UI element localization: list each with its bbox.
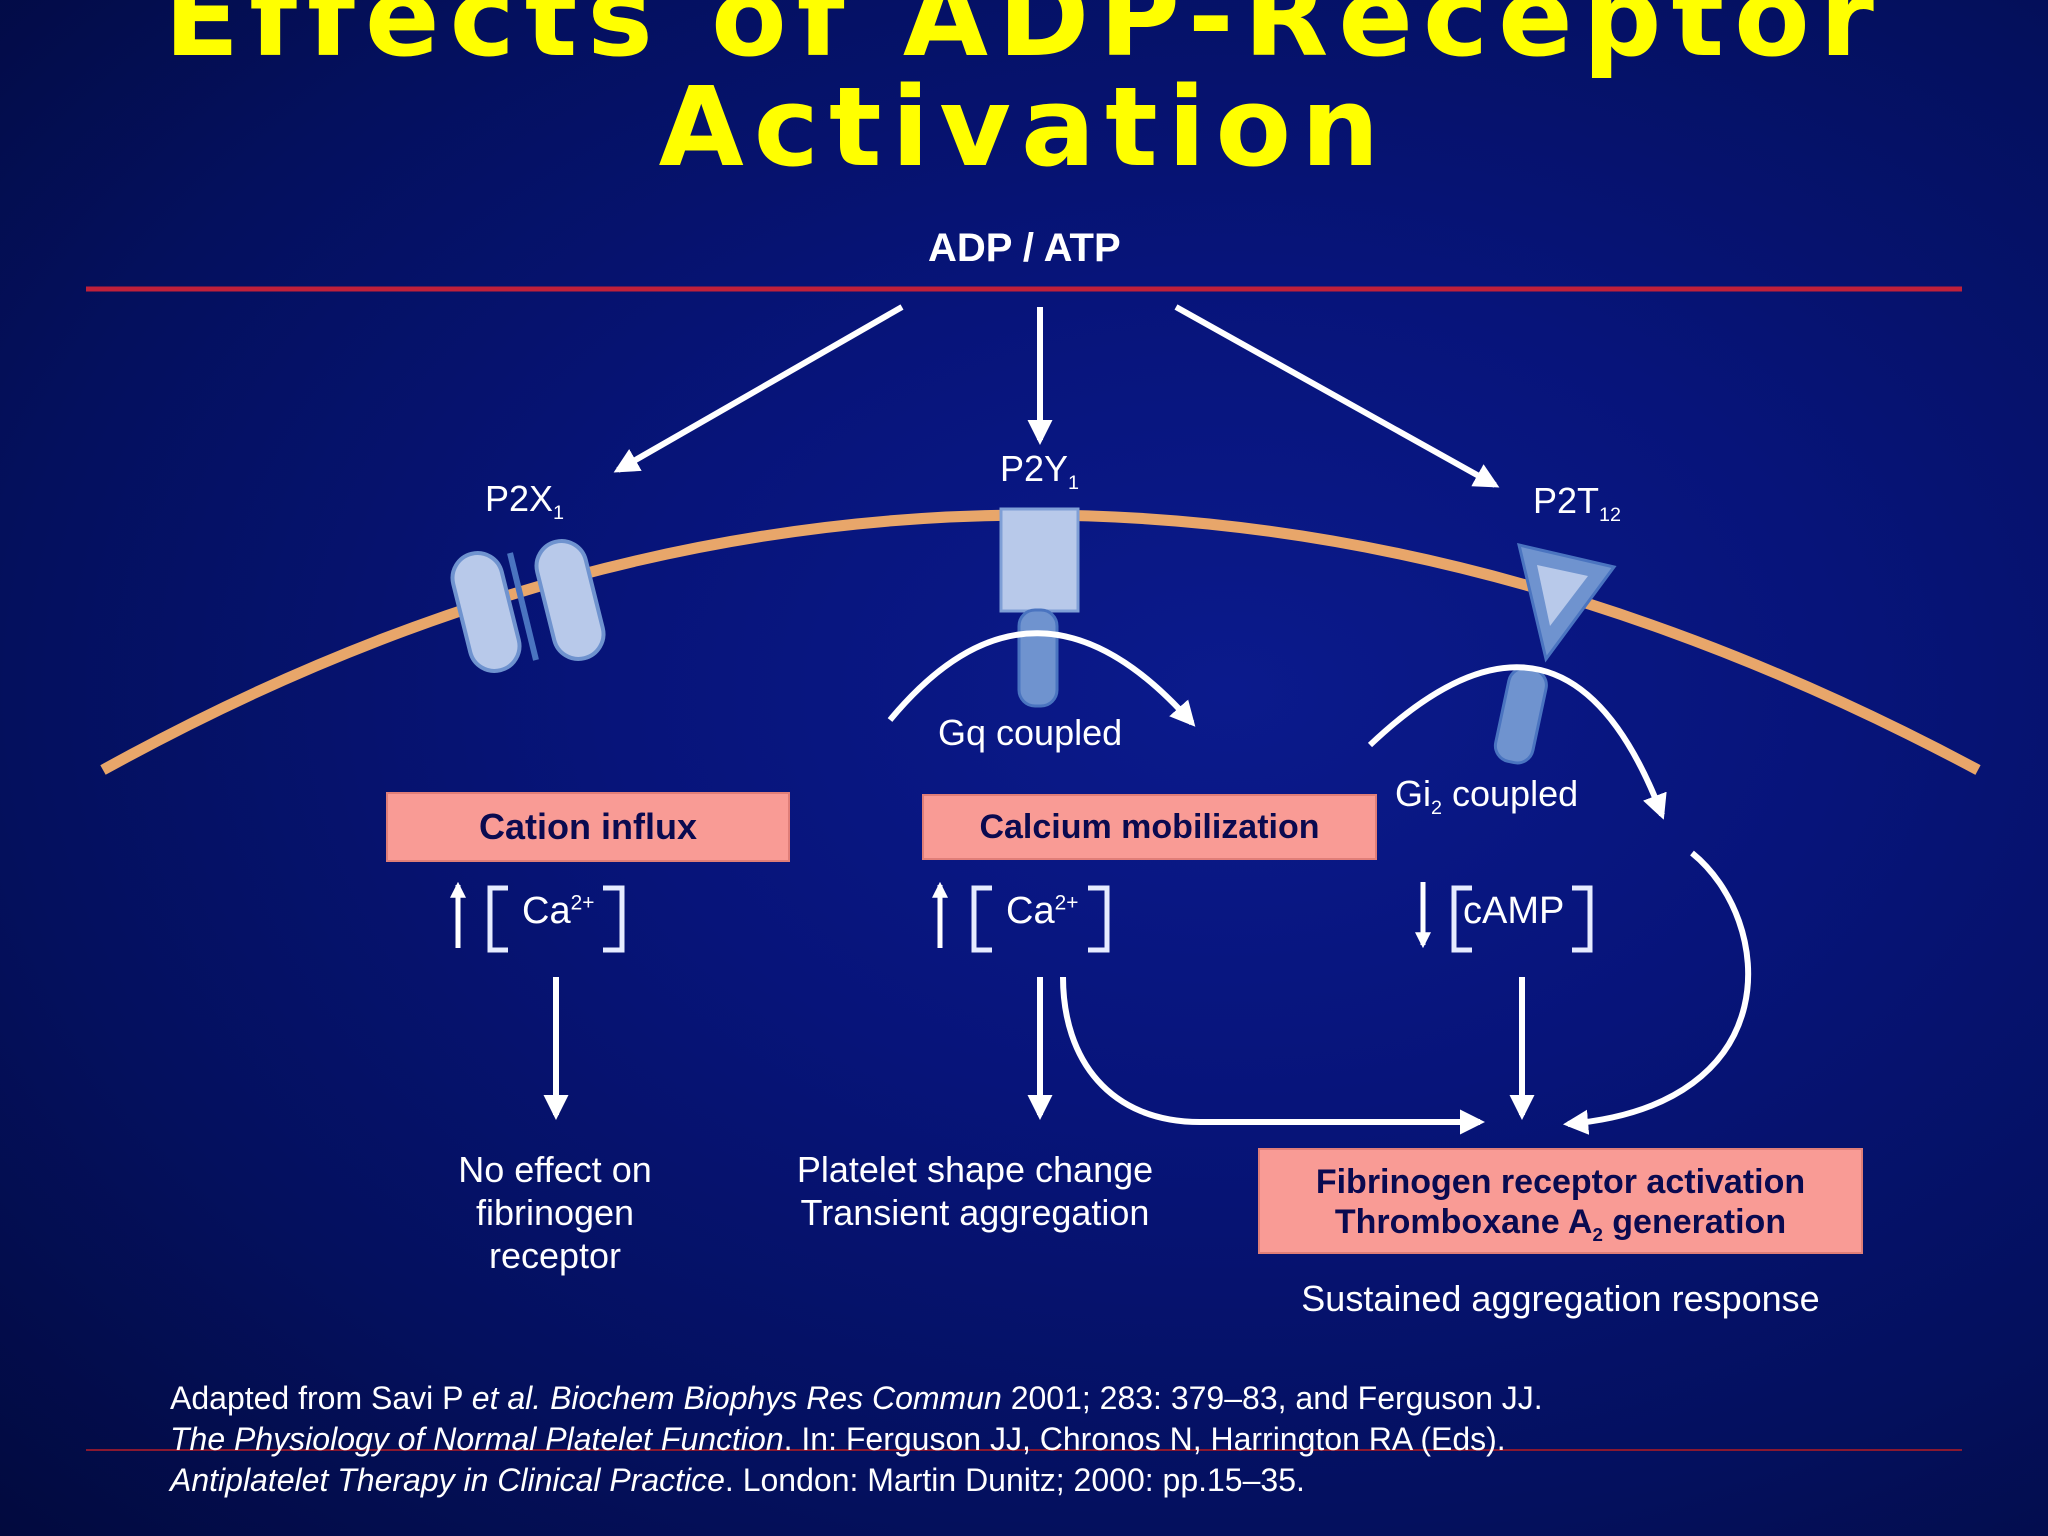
bracket-ca-mid — [971, 885, 1110, 953]
calcium-mobilization-box: Calcium mobilization — [922, 794, 1377, 860]
reference-line1: Adapted from Savi P et al. Biochem Bioph… — [170, 1378, 1543, 1419]
ref-l1-a: Adapted from Savi P — [170, 1380, 472, 1416]
bracket-camp — [1451, 885, 1593, 953]
slide-title-line1: Effects of ADP-Receptor — [164, 0, 1884, 81]
thromboxane-generation-label: Thromboxane A2 generation — [1260, 1202, 1861, 1255]
arrow-ca-to-fibrinogen — [1060, 976, 1486, 1135]
ref-l3-b: . London: Martin Dunitz; 2000: pp.15–35. — [724, 1462, 1305, 1498]
camp-label: cAMP — [1463, 890, 1565, 932]
receptor-label-p2y1: P2Y1 — [1000, 448, 1079, 495]
p2y1-sub: 1 — [1068, 472, 1080, 495]
arrow-to-p2t12 — [1174, 304, 1500, 488]
outcome-shape-change: Platelet shape change Transient aggregat… — [770, 1148, 1180, 1234]
cation-influx-box: Cation influx — [386, 792, 790, 862]
ref-l1-c: 2001; 283: 379–83, and Ferguson JJ. — [1001, 1380, 1543, 1416]
p2t12-base: P2T — [1533, 480, 1600, 521]
receptor-label-p2t12: P2T12 — [1533, 480, 1621, 527]
ca-mid-base: Ca — [1006, 890, 1055, 932]
outcome-sustained-aggregation: Sustained aggregation response — [1301, 1278, 1820, 1319]
p2y1-receptor-icon — [887, 507, 1196, 727]
gi-sub: 2 — [1431, 797, 1443, 820]
agonist-label: ADP / ATP — [928, 226, 1121, 270]
p2y1-base: P2Y — [1000, 448, 1069, 489]
gi2-coupled-label: Gi2 coupled — [1395, 773, 1578, 820]
ref-l3-a: Antiplatelet Therapy in Clinical Practic… — [170, 1462, 725, 1498]
ref-l2-b: . In: Ferguson JJ, Chronos N, Harrington… — [783, 1421, 1506, 1457]
gi-prefix: Gi — [1395, 773, 1431, 814]
thromboxane-suffix: generation — [1602, 1203, 1787, 1241]
outcome-left-line3: receptor — [488, 1235, 622, 1276]
calcium-mobilization-label: Calcium mobilization — [979, 808, 1320, 846]
outcome-left-line1: No effect on — [458, 1149, 652, 1190]
ref-l1-b: et al. Biochem Biophys Res Commun — [471, 1380, 1002, 1416]
ca-mid-label: Ca2+ — [1006, 890, 1078, 933]
reference-citation: Adapted from Savi P et al. Biochem Bioph… — [170, 1378, 1543, 1501]
thromboxane-prefix: Thromboxane A — [1334, 1203, 1593, 1241]
outcome-no-effect: No effect on fibrinogen receptor — [420, 1148, 690, 1277]
p2x1-base: P2X — [485, 478, 554, 519]
bracket-ca-left — [487, 885, 625, 953]
p2t12-receptor-icon — [1367, 542, 1667, 820]
arrow-gi-to-fibrinogen — [1562, 850, 1752, 1135]
reference-line3: Antiplatelet Therapy in Clinical Practic… — [170, 1460, 1543, 1501]
outcome-left-line2: fibrinogen — [475, 1192, 635, 1233]
cation-influx-label: Cation influx — [479, 806, 697, 847]
reference-line2: The Physiology of Normal Platelet Functi… — [170, 1419, 1543, 1460]
fibrinogen-activation-label: Fibrinogen receptor activation — [1315, 1163, 1806, 1201]
p2x1-channel-icon — [450, 539, 606, 673]
p2t12-sub: 12 — [1599, 504, 1622, 527]
ca-left-base: Ca — [522, 890, 571, 932]
receptor-label-p2x1: P2X1 — [485, 478, 564, 525]
slide-title-line2: Activation — [658, 63, 1390, 191]
ca-left-label: Ca2+ — [522, 890, 594, 933]
ca-left-sup: 2+ — [570, 891, 595, 915]
arrow-to-p2x1 — [613, 304, 904, 473]
outcome-mid-line2: Transient aggregation — [800, 1192, 1150, 1233]
p2x1-sub: 1 — [553, 502, 565, 525]
gq-coupled-label: Gq coupled — [938, 712, 1123, 753]
ca-mid-sup: 2+ — [1054, 891, 1079, 915]
gi-suffix: coupled — [1442, 773, 1579, 814]
thromboxane-sub: 2 — [1592, 1223, 1603, 1245]
fibrinogen-activation-box: Fibrinogen receptor activation Thromboxa… — [1258, 1148, 1863, 1254]
outcome-mid-line1: Platelet shape change — [796, 1149, 1154, 1190]
ref-l2-a: The Physiology of Normal Platelet Functi… — [170, 1421, 784, 1457]
